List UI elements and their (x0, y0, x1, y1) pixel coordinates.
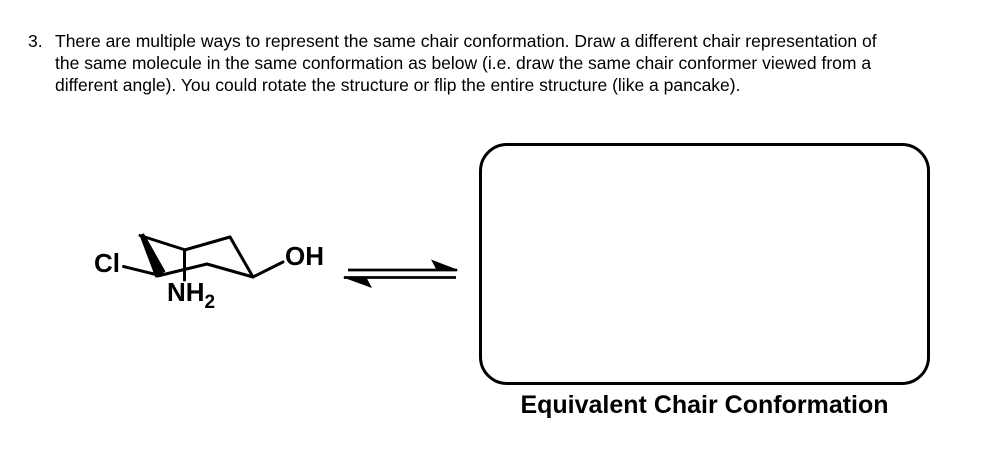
ring-bond (228, 235, 255, 279)
question-line: the same molecule in the same conformati… (55, 53, 872, 73)
question-line: different angle). You could rotate the s… (55, 75, 741, 95)
chair-molecule-structure: Cl NH 2 OH (94, 233, 324, 313)
ring-bond (138, 234, 187, 252)
chlorine-label: Cl (94, 248, 120, 278)
ring-bond (205, 262, 255, 279)
wedge-bond (139, 233, 166, 278)
hydroxyl-label: OH (285, 241, 324, 271)
equilibrium-arrows-icon (342, 259, 459, 288)
ring-bond (156, 262, 209, 278)
chlorine-bond (122, 265, 162, 277)
reverse-arrow (342, 276, 456, 288)
answer-box[interactable] (479, 143, 930, 385)
answer-box-label: Equivalent Chair Conformation (520, 391, 889, 419)
amine-subscript-label: 2 (205, 292, 216, 313)
forward-arrow (348, 259, 459, 272)
amine-label: NH (167, 277, 205, 307)
ring-bond (183, 235, 232, 252)
question-number: 3. (28, 31, 43, 51)
question-text: There are multiple ways to represent the… (55, 30, 877, 96)
question-line: There are multiple ways to represent the… (55, 31, 877, 51)
hydroxyl-bond (251, 260, 285, 279)
